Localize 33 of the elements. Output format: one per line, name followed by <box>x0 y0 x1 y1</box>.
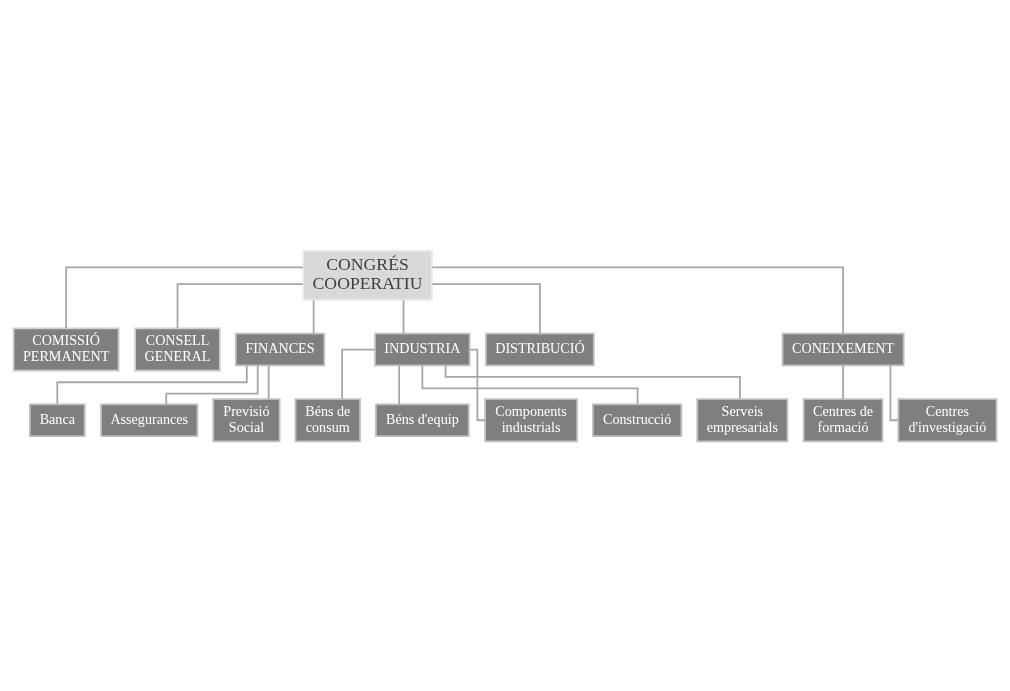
connector <box>176 282 304 329</box>
node-box: FINANCES <box>234 332 326 366</box>
node-box: CONGRÉS COOPERATIU <box>302 249 433 301</box>
connector <box>421 364 639 405</box>
connector <box>398 364 401 405</box>
node-box: Centres de formació <box>802 397 884 442</box>
node-box: DISTRIBUCIÓ <box>485 332 595 366</box>
node-box: Previsió Social <box>212 397 281 442</box>
node-box: Banca <box>29 402 86 437</box>
node-box: Centres d'investigació <box>897 397 998 442</box>
node-box: INDUSTRIA <box>374 332 471 366</box>
node-box: Construcció <box>592 402 683 437</box>
connector <box>402 299 405 334</box>
node-box: CONSELL GENERAL <box>134 326 221 372</box>
connector <box>56 364 248 405</box>
connector <box>431 265 844 334</box>
connector <box>889 364 900 421</box>
node-box: Assegurances <box>100 402 199 437</box>
connector <box>267 364 270 400</box>
connector <box>341 348 376 400</box>
connector <box>431 282 541 334</box>
node-box: Béns d'equip <box>375 402 470 437</box>
connector <box>468 348 486 421</box>
node-box: Components industrials <box>484 397 578 442</box>
node-box: CONEIXEMENT <box>781 332 905 366</box>
node-box: Serveis empresarials <box>696 397 789 442</box>
connector <box>444 364 741 400</box>
connector <box>165 364 259 405</box>
connector <box>312 299 315 334</box>
node-box: Béns de consum <box>294 397 361 442</box>
connector <box>65 265 304 329</box>
node-box: COMISSIÓ PERMANENT <box>12 326 120 372</box>
connector <box>842 364 844 400</box>
